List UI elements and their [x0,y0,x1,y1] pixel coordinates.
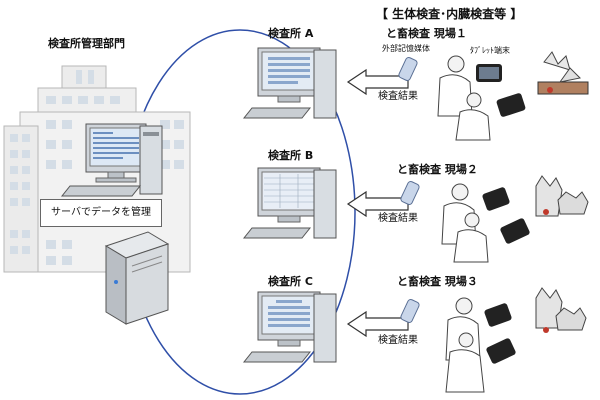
result-label-b: 検査結果 [378,213,418,224]
usb-storage-a [398,56,418,82]
header-title: 【 生体検査･内臓検査等 】 [376,7,523,21]
scene-title-2: と畜検査 現場２ [397,163,478,176]
arrow-left-c [346,310,409,338]
field-scene-c [445,287,587,393]
storage-device-label: 外部記憶媒体 [382,44,430,53]
usb-storage-c [400,298,420,324]
tablet-device-label: ﾀﾌﾞﾚｯﾄ端末 [470,46,510,55]
scene-title-1: と畜検査 現場１ [386,27,467,40]
hq-title: 検査所管理部門 [48,37,125,50]
site-computer-a [242,47,337,119]
hq-computer [60,123,163,197]
site-label-b: 検査所 B [268,149,314,162]
arrow-left-a [346,68,409,96]
result-label-a: 検査結果 [378,91,418,102]
server-tower [104,231,170,325]
site-computer-b [242,167,337,239]
usb-storage-b [400,180,420,206]
field-scene-a [437,51,589,141]
result-label-c: 検査結果 [378,335,418,346]
site-computer-c [242,291,337,363]
server-note: サーバでデータを管理 [40,199,162,227]
field-scene-b [441,175,589,263]
site-label-c: 検査所 C [268,275,313,288]
site-label-a: 検査所 A [268,27,314,40]
scene-title-3: と畜検査 現場３ [397,275,478,288]
